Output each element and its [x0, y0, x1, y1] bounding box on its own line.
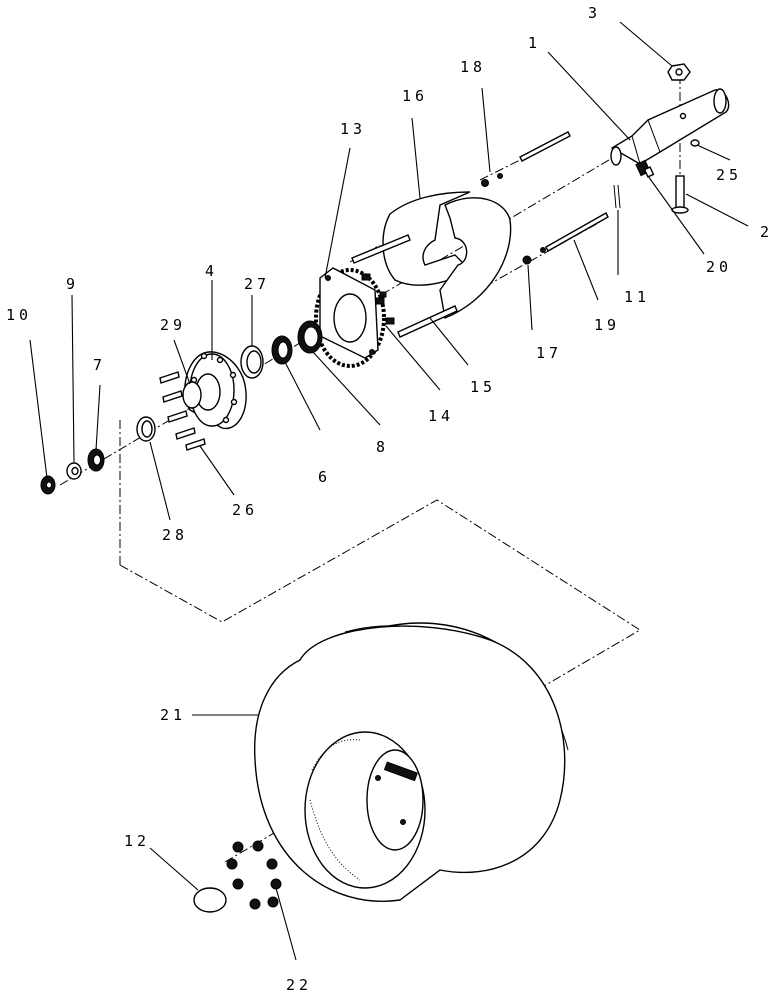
- cup-29: [182, 381, 202, 409]
- callout-27: 27: [244, 275, 270, 293]
- callout-2: 2: [760, 223, 773, 241]
- studs-15: [351, 234, 458, 338]
- washer-25: [690, 139, 700, 147]
- pin-11: [613, 184, 621, 209]
- callout-28: 28: [162, 526, 188, 544]
- seal-8: [297, 320, 323, 354]
- callout-19: 19: [594, 316, 620, 334]
- callout-22: 22: [286, 976, 312, 994]
- callout-17: 17: [536, 344, 562, 362]
- callout-6: 6: [318, 468, 331, 486]
- small-washers-17: [522, 247, 546, 265]
- cone-7: [87, 448, 105, 472]
- callout-11: 11: [624, 288, 650, 306]
- callout-7: 7: [93, 356, 106, 374]
- callout-12: 12: [124, 832, 150, 850]
- callout-3: 3: [588, 4, 601, 22]
- callout-25: 25: [716, 166, 742, 184]
- hub-cap-12: [193, 887, 227, 913]
- wheel-nuts-22: [226, 840, 282, 910]
- rod-19: [545, 212, 609, 252]
- callout-15: 15: [470, 378, 496, 396]
- callout-10: 10: [6, 306, 32, 324]
- callout-16: 16: [402, 87, 428, 105]
- callout-21: 21: [160, 706, 186, 724]
- nut-3: [667, 63, 691, 81]
- spindle: [610, 88, 730, 166]
- callout-labels: 1 2 3 4 6 7 8 9 10 11 12 13 14 15 16 17 …: [6, 4, 773, 994]
- bolt-2: [671, 175, 689, 214]
- small-washers-18: [481, 173, 503, 187]
- callout-9: 9: [66, 275, 79, 293]
- washer-9: [66, 462, 82, 480]
- shield-16: [382, 191, 512, 319]
- nut-10: [40, 475, 56, 495]
- callout-1: 1: [528, 34, 541, 52]
- callout-8: 8: [376, 438, 389, 456]
- rod-18: [519, 131, 571, 162]
- fitting-20: [635, 159, 655, 178]
- callout-13: 13: [340, 120, 366, 138]
- callout-18: 18: [460, 58, 486, 76]
- sprocket-13: [314, 267, 386, 368]
- bolts-14: [361, 273, 395, 325]
- leader-lines: [29, 21, 749, 961]
- callout-20: 20: [706, 258, 732, 276]
- callout-14: 14: [428, 407, 454, 425]
- callout-26: 26: [232, 501, 258, 519]
- bearing-cone-6: [271, 335, 293, 365]
- wheel-bolts-26: [159, 371, 206, 451]
- seal-28: [136, 416, 156, 442]
- callout-4: 4: [205, 262, 218, 280]
- bearing-cup-27: [240, 345, 264, 379]
- callout-29: 29: [160, 316, 186, 334]
- tire-21: [253, 622, 569, 902]
